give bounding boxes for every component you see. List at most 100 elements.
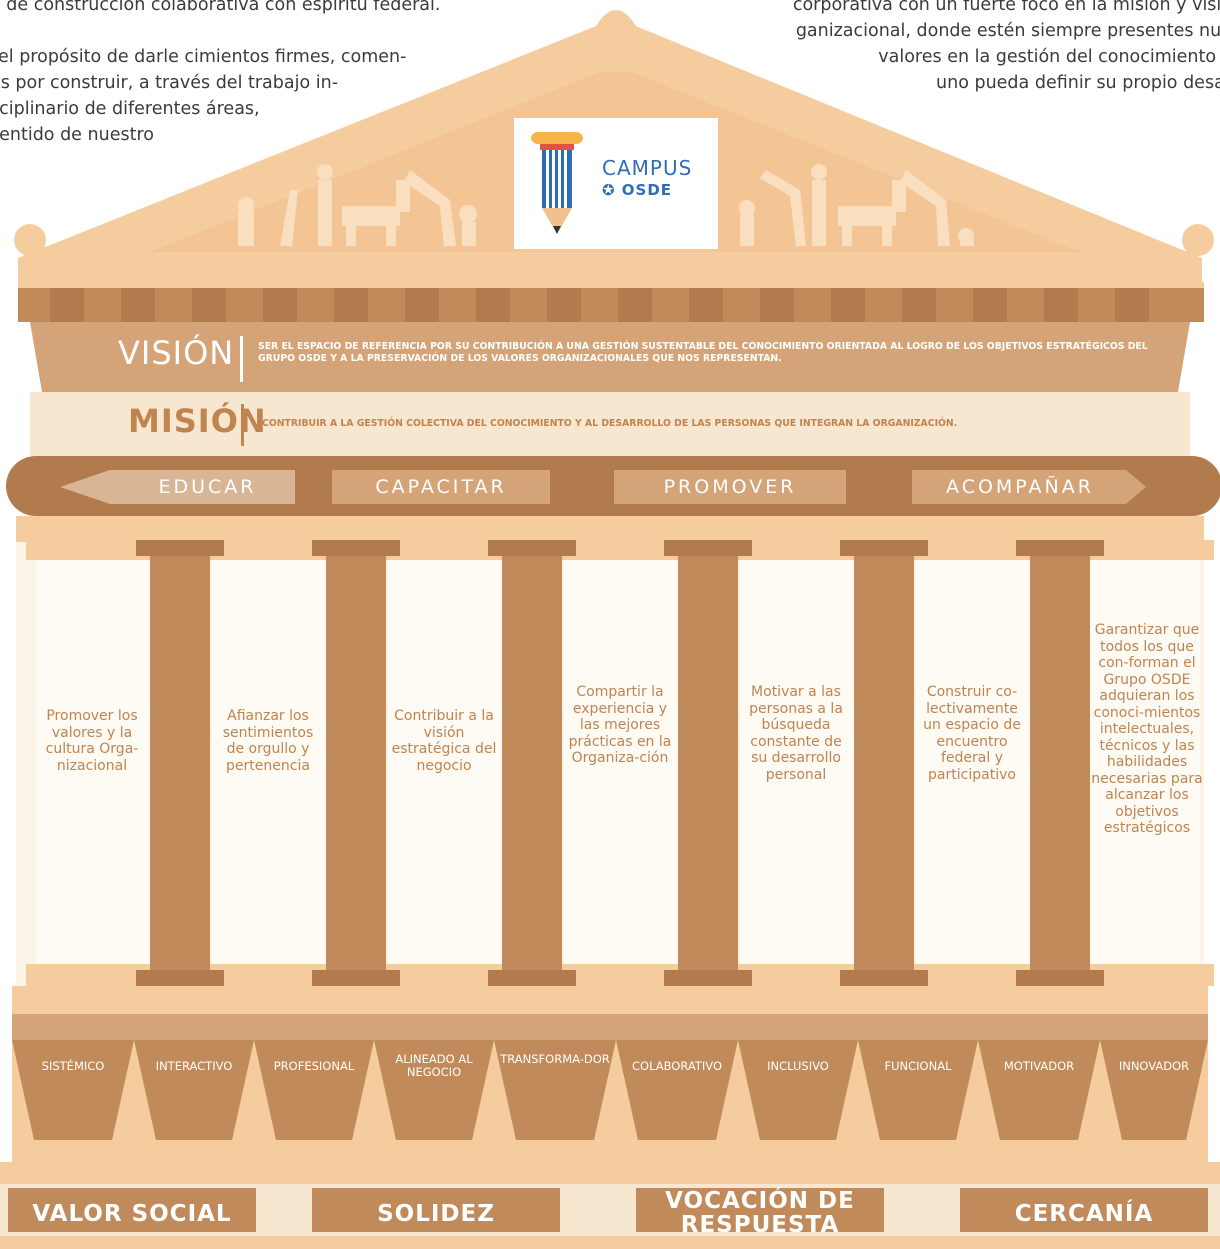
attribute-box [1100, 1040, 1208, 1140]
column-shaft [326, 556, 386, 986]
objective-text: Contribuir a la visión estratégica del n… [391, 708, 497, 774]
objective-panels [26, 540, 1214, 986]
attribute-label: INNOVADOR [1118, 1059, 1190, 1073]
panel-capital [26, 540, 160, 560]
intro-left-line: el propósito de darle cimientos firmes, … [0, 47, 407, 67]
attributes-band [12, 1040, 1208, 1162]
vision-band [30, 322, 1190, 392]
objective-panel [388, 556, 502, 976]
panel-base [730, 964, 864, 986]
attribute-box [858, 1040, 978, 1140]
dentil [263, 288, 297, 322]
dentil [334, 288, 368, 322]
objective-panel [564, 556, 678, 976]
frieze-figure-right [739, 164, 974, 246]
panel-base [26, 964, 160, 986]
pillar-boxes [8, 1188, 1208, 1232]
objective-text: Motivar a las personas a la búsqueda con… [749, 684, 843, 783]
panel-capital [554, 540, 688, 560]
attribute-box [978, 1040, 1100, 1140]
dentil [902, 288, 936, 322]
column-shaft [502, 556, 562, 986]
dentil [618, 288, 652, 322]
objective-panel [1086, 556, 1200, 976]
column-base [312, 970, 400, 986]
attribute-box [374, 1040, 494, 1140]
action-box [60, 470, 295, 504]
dentil [476, 288, 510, 322]
column-shaft [1030, 556, 1090, 986]
column-capital [488, 540, 576, 556]
attribute-box [616, 1040, 738, 1140]
action-box [332, 470, 550, 504]
intro-left-line: o de construcción colaborativa con espír… [0, 0, 441, 15]
pillar-valor-social: VALOR SOCIAL [32, 1201, 232, 1227]
attribute-box [494, 1040, 616, 1140]
panel-capital [202, 540, 336, 560]
dentil [1044, 288, 1078, 322]
panel-capital [906, 540, 1040, 560]
osde-seal-icon: ✪ [602, 181, 622, 199]
frieze-figure-left [238, 164, 477, 246]
panel-capital [730, 540, 864, 560]
objective-text: Construir co-lectivamente un espacio de … [923, 684, 1021, 783]
mision-title: MISIÓN [128, 402, 267, 440]
logo-title: CAMPUS [602, 156, 693, 180]
action-promover: PROMOVER [663, 476, 797, 498]
attribute-box [134, 1040, 254, 1140]
column-base [136, 970, 224, 986]
dentil [121, 288, 155, 322]
intro-right-line: corporativa con un fuerte foco en la mis… [792, 0, 1220, 15]
attribute-box [738, 1040, 858, 1140]
panel-capital [1080, 540, 1214, 560]
dentil [192, 288, 226, 322]
vision-text: SER EL ESPACIO DE REFERENCIA POR SU CONT… [258, 341, 1148, 364]
pillar-box [8, 1188, 256, 1232]
panel-base [202, 964, 336, 986]
intro-left-line: sentido de nuestro [0, 125, 154, 145]
action-box [614, 470, 846, 504]
action-educar: EDUCAR [158, 476, 257, 498]
objective-panel [212, 556, 326, 976]
action-capacitar: CAPACITAR [375, 476, 507, 498]
column-pencil-icon [531, 132, 583, 234]
capital-band [16, 516, 1204, 542]
frieze-figures [238, 164, 974, 246]
intro-right-paragraph: corporativa con un fuerte foco en la mis… [793, 0, 1220, 96]
pillar-vocacion: VOCACIÓN DE RESPUESTA [665, 1188, 855, 1238]
objective-text: Compartir la experiencia y las mejores p… [568, 684, 672, 766]
mision-text: CONTRIBUIR A LA GESTIÓN COLECTIVA DEL CO… [262, 418, 958, 429]
column-shaft [678, 556, 738, 986]
attribute-label: ALINEADO AL NEGOCIO [395, 1052, 473, 1079]
stylobate-bottom [0, 1236, 1220, 1249]
intro-left-paragraph: o de construcción colaborativa con espír… [0, 0, 440, 148]
intro-right-line: valores en la gestión del conocimiento y [878, 47, 1220, 67]
pillar-box [960, 1188, 1208, 1232]
attribute-label: PROFESIONAL [273, 1059, 355, 1073]
intro-right-line: uno pueda definir su propio desar [936, 73, 1220, 93]
action-box [912, 470, 1146, 504]
objective-text: Afianzar los sentimientos de orgullo y p… [222, 708, 314, 774]
dentil [689, 288, 723, 322]
objective-text: Promover los valores y la cultura Orga-n… [45, 708, 139, 774]
stylobate-top [0, 1162, 1220, 1184]
attribute-label: COLABORATIVO [632, 1059, 722, 1073]
vision-title: VISIÓN [118, 334, 235, 372]
dentil [50, 288, 84, 322]
objective-panel [916, 556, 1030, 976]
mision-band [30, 392, 1190, 456]
logo-brand-text: OSDE [621, 181, 673, 199]
attribute-box [12, 1040, 134, 1140]
pillar-cercania: CERCANÍA [1014, 1201, 1154, 1227]
column-capital [664, 540, 752, 556]
column-capital [840, 540, 928, 556]
intro-left-line: os por construir, a través del trabajo i… [0, 73, 339, 93]
attribute-label: TRANSFORMA-DOR [500, 1052, 610, 1066]
column-capital [136, 540, 224, 556]
intro-right-line: ganizacional, donde estén siempre presen… [795, 21, 1220, 41]
logo-brand: ✪ OSDE [602, 181, 672, 199]
column-base [664, 970, 752, 986]
objective-panel [740, 556, 854, 976]
dentils [50, 288, 1149, 322]
